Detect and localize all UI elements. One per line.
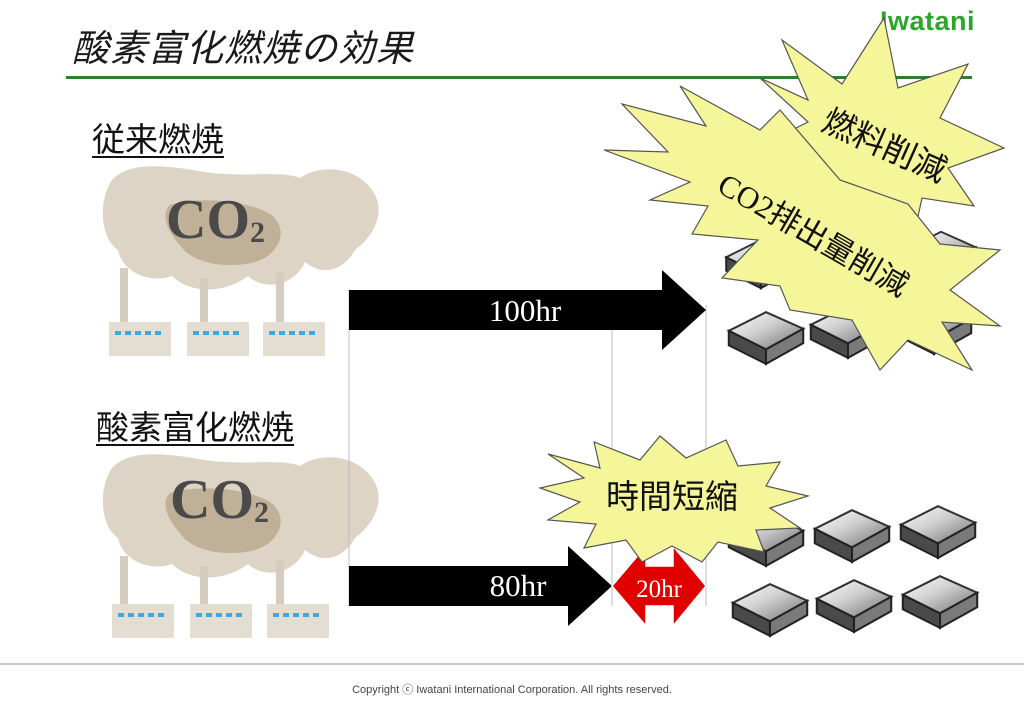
- duration-label-100hr: 100hr: [489, 293, 562, 328]
- iwatani-logo: Iwatani: [880, 6, 976, 36]
- title-underline: [66, 76, 972, 79]
- furnace-unit: [109, 322, 171, 356]
- copyright-notice: Copyright ⓒ Iwatani International Corpor…: [352, 684, 672, 696]
- oxygen-enriched-factory: CO2: [102, 454, 379, 638]
- co2-label: CO2: [166, 189, 265, 251]
- time-saving-label: 20hr: [636, 576, 683, 603]
- furnace-unit: [267, 604, 329, 638]
- footer-divider: [0, 663, 1024, 665]
- burst-fuel-reduction: 燃料削減: [754, 16, 1006, 246]
- furnace-unit: [112, 604, 174, 638]
- duration-arrow-100hr: [349, 270, 706, 350]
- co2-label: CO2: [170, 469, 269, 531]
- furnace-unit: [190, 604, 252, 638]
- duration-arrow-80hr: [349, 546, 612, 626]
- furnace-unit: [187, 322, 249, 356]
- conventional-factory: CO2: [102, 166, 379, 356]
- duration-label-80hr: 80hr: [490, 568, 548, 603]
- conventional-label: 従来燃焼: [92, 120, 224, 159]
- oxygen-enriched-label: 酸素富化燃焼: [96, 408, 294, 447]
- burst-time-reduction: 時間短縮: [537, 435, 811, 563]
- page-title: 酸素富化燃焼の効果: [72, 27, 414, 70]
- svg-text:時間短縮: 時間短縮: [606, 479, 738, 516]
- furnace-unit: [263, 322, 325, 356]
